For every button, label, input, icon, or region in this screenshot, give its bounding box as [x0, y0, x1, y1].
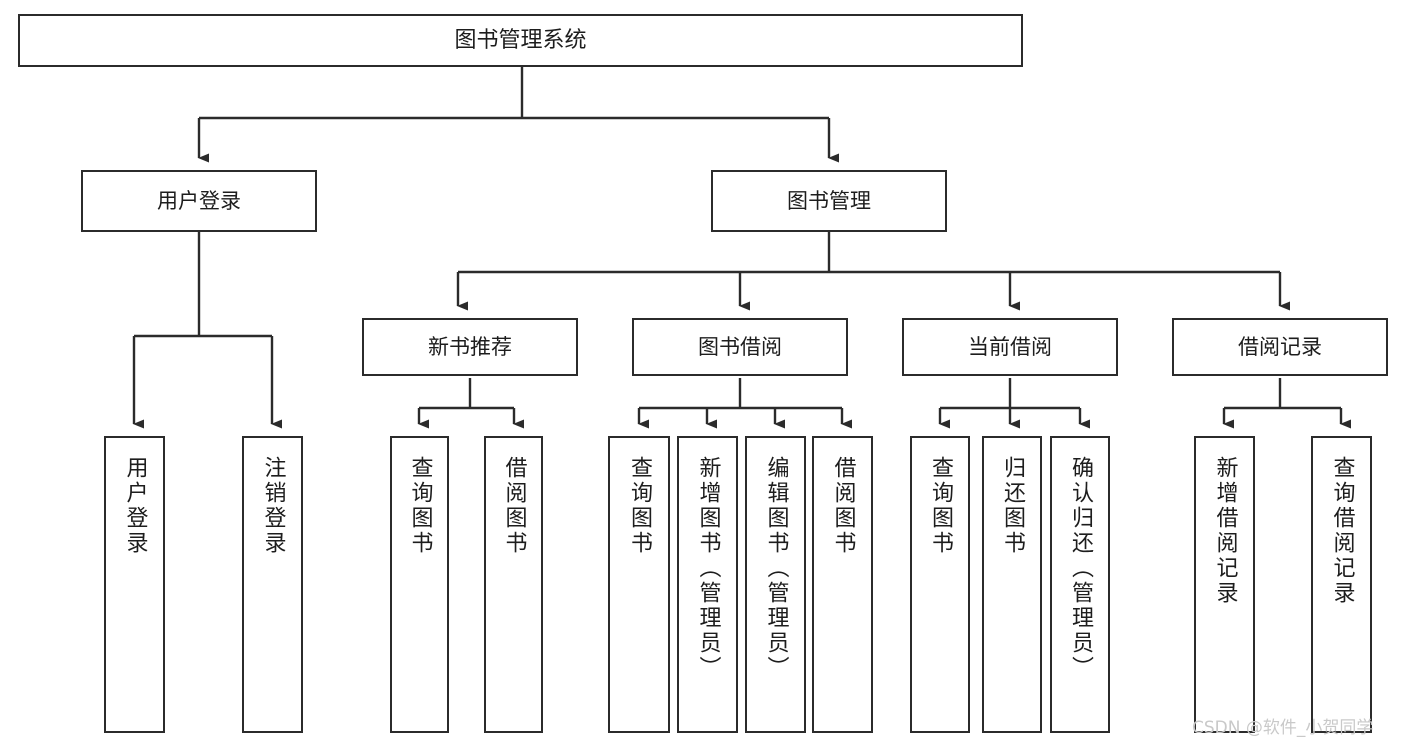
node-user-login[interactable]: 用户登录	[81, 170, 317, 232]
node-leaf-add-book-admin[interactable]: 新增图书（管理员）	[677, 436, 738, 733]
node-label: 借阅图书	[501, 456, 527, 556]
node-leaf-query-book-borrow[interactable]: 查询图书	[608, 436, 670, 733]
node-leaf-user-login[interactable]: 用户登录	[104, 436, 165, 733]
node-label: 图书借阅	[698, 334, 782, 359]
node-label: 注销登录	[260, 456, 286, 556]
node-label: 查询图书	[627, 456, 652, 556]
node-label: 查询图书	[407, 456, 433, 556]
node-label: 查询借阅记录	[1329, 456, 1355, 606]
node-leaf-return-book[interactable]: 归还图书	[982, 436, 1042, 733]
node-label: 归还图书	[1000, 456, 1025, 556]
node-label: 借阅图书	[830, 456, 856, 556]
node-label: 查询图书	[928, 456, 953, 556]
node-label: 用户登录	[122, 456, 148, 556]
node-leaf-confirm-return-admin[interactable]: 确认归还（管理员）	[1050, 436, 1110, 733]
node-label: 当前借阅	[968, 334, 1052, 359]
node-leaf-query-book-recommend[interactable]: 查询图书	[390, 436, 449, 733]
node-book-borrow[interactable]: 图书借阅	[632, 318, 848, 376]
node-book-management[interactable]: 图书管理	[711, 170, 947, 232]
node-label: 用户登录	[157, 188, 241, 213]
node-leaf-query-book-current[interactable]: 查询图书	[910, 436, 970, 733]
node-leaf-logout[interactable]: 注销登录	[242, 436, 303, 733]
node-label: 借阅记录	[1238, 334, 1322, 359]
node-leaf-add-borrow-record[interactable]: 新增借阅记录	[1194, 436, 1255, 733]
node-leaf-edit-book-admin[interactable]: 编辑图书（管理员）	[745, 436, 806, 733]
csdn-watermark: CSDN @软件_小贺同学	[1192, 718, 1374, 738]
node-current-borrow[interactable]: 当前借阅	[902, 318, 1118, 376]
node-leaf-borrow-book-recommend[interactable]: 借阅图书	[484, 436, 543, 733]
node-new-book-recommend[interactable]: 新书推荐	[362, 318, 578, 376]
node-label: 图书管理系统	[454, 27, 587, 53]
node-leaf-query-borrow-record[interactable]: 查询借阅记录	[1311, 436, 1372, 733]
node-label: 确认归还（管理员）	[1068, 456, 1093, 681]
node-label: 编辑图书（管理员）	[763, 456, 789, 681]
node-label: 新书推荐	[428, 334, 512, 359]
node-root-system[interactable]: 图书管理系统	[18, 14, 1023, 67]
node-label: 新增借阅记录	[1212, 456, 1238, 606]
node-label: 新增图书（管理员）	[695, 456, 721, 681]
node-leaf-borrow-book[interactable]: 借阅图书	[812, 436, 873, 733]
node-borrow-records[interactable]: 借阅记录	[1172, 318, 1388, 376]
node-label: 图书管理	[787, 188, 871, 213]
